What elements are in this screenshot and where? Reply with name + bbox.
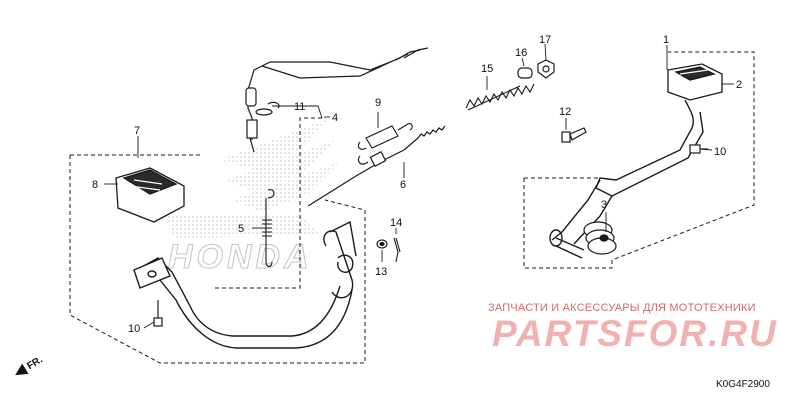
callout-9: 9 [375,97,381,109]
spring-part-5[interactable] [262,189,275,268]
callout-17: 17 [539,34,551,46]
callout-8: 8 [92,179,98,191]
bolt-part-12[interactable] [561,127,587,143]
collar-part-16[interactable] [517,67,533,79]
step-bar-right[interactable] [549,99,704,259]
callout-1: 1 [663,34,669,46]
step-assembly-frame-left [69,117,366,364]
callout-10-left: 10 [128,323,140,335]
stop-switch-part-4[interactable] [245,47,429,153]
callout-15: 15 [481,63,493,75]
callout-13: 13 [375,266,387,278]
callout-12: 12 [559,106,571,118]
callout-2: 2 [736,79,742,91]
rubber-pad-part-3[interactable] [583,221,617,255]
washer-part-13[interactable] [376,239,388,249]
spring-part-15[interactable] [465,83,535,111]
callout-10-right: 10 [714,146,726,158]
honda-logo-text: HONDA [168,238,313,276]
callout-4: 4 [332,112,338,124]
step-rubber-right[interactable] [667,63,723,101]
callout-5: 5 [238,223,244,235]
watermark-tagline: ЗАПЧАСТИ И АКСЕССУАРЫ ДЛЯ МОТОТЕХНИКИ [488,302,756,314]
callout-3: 3 [601,199,607,211]
step-bar-left[interactable] [133,220,357,349]
bolt-left[interactable] [153,300,163,327]
callout-11: 11 [294,101,305,113]
callout-16: 16 [515,47,527,59]
callout-6: 6 [400,179,406,191]
brake-rod-part-6[interactable] [307,125,446,207]
step-assembly-frame-right [523,51,755,269]
callout-labels: 1 2 3 4 5 6 7 8 9 10 10 11 12 13 14 15 1… [92,34,742,335]
spring-part-9[interactable] [357,123,413,150]
step-rubber-left[interactable] [115,167,185,223]
watermark-brand: PARTSFOR.RU [492,313,778,354]
nut-part-17[interactable] [537,59,555,79]
callout-7: 7 [134,125,140,137]
callout-14: 14 [390,217,402,229]
cotter-pin-part-14[interactable] [393,237,401,263]
leader-lines [104,43,734,329]
diagram-code: K0G4F2900 [716,379,770,390]
honda-wing-logo: HONDA [165,118,340,277]
